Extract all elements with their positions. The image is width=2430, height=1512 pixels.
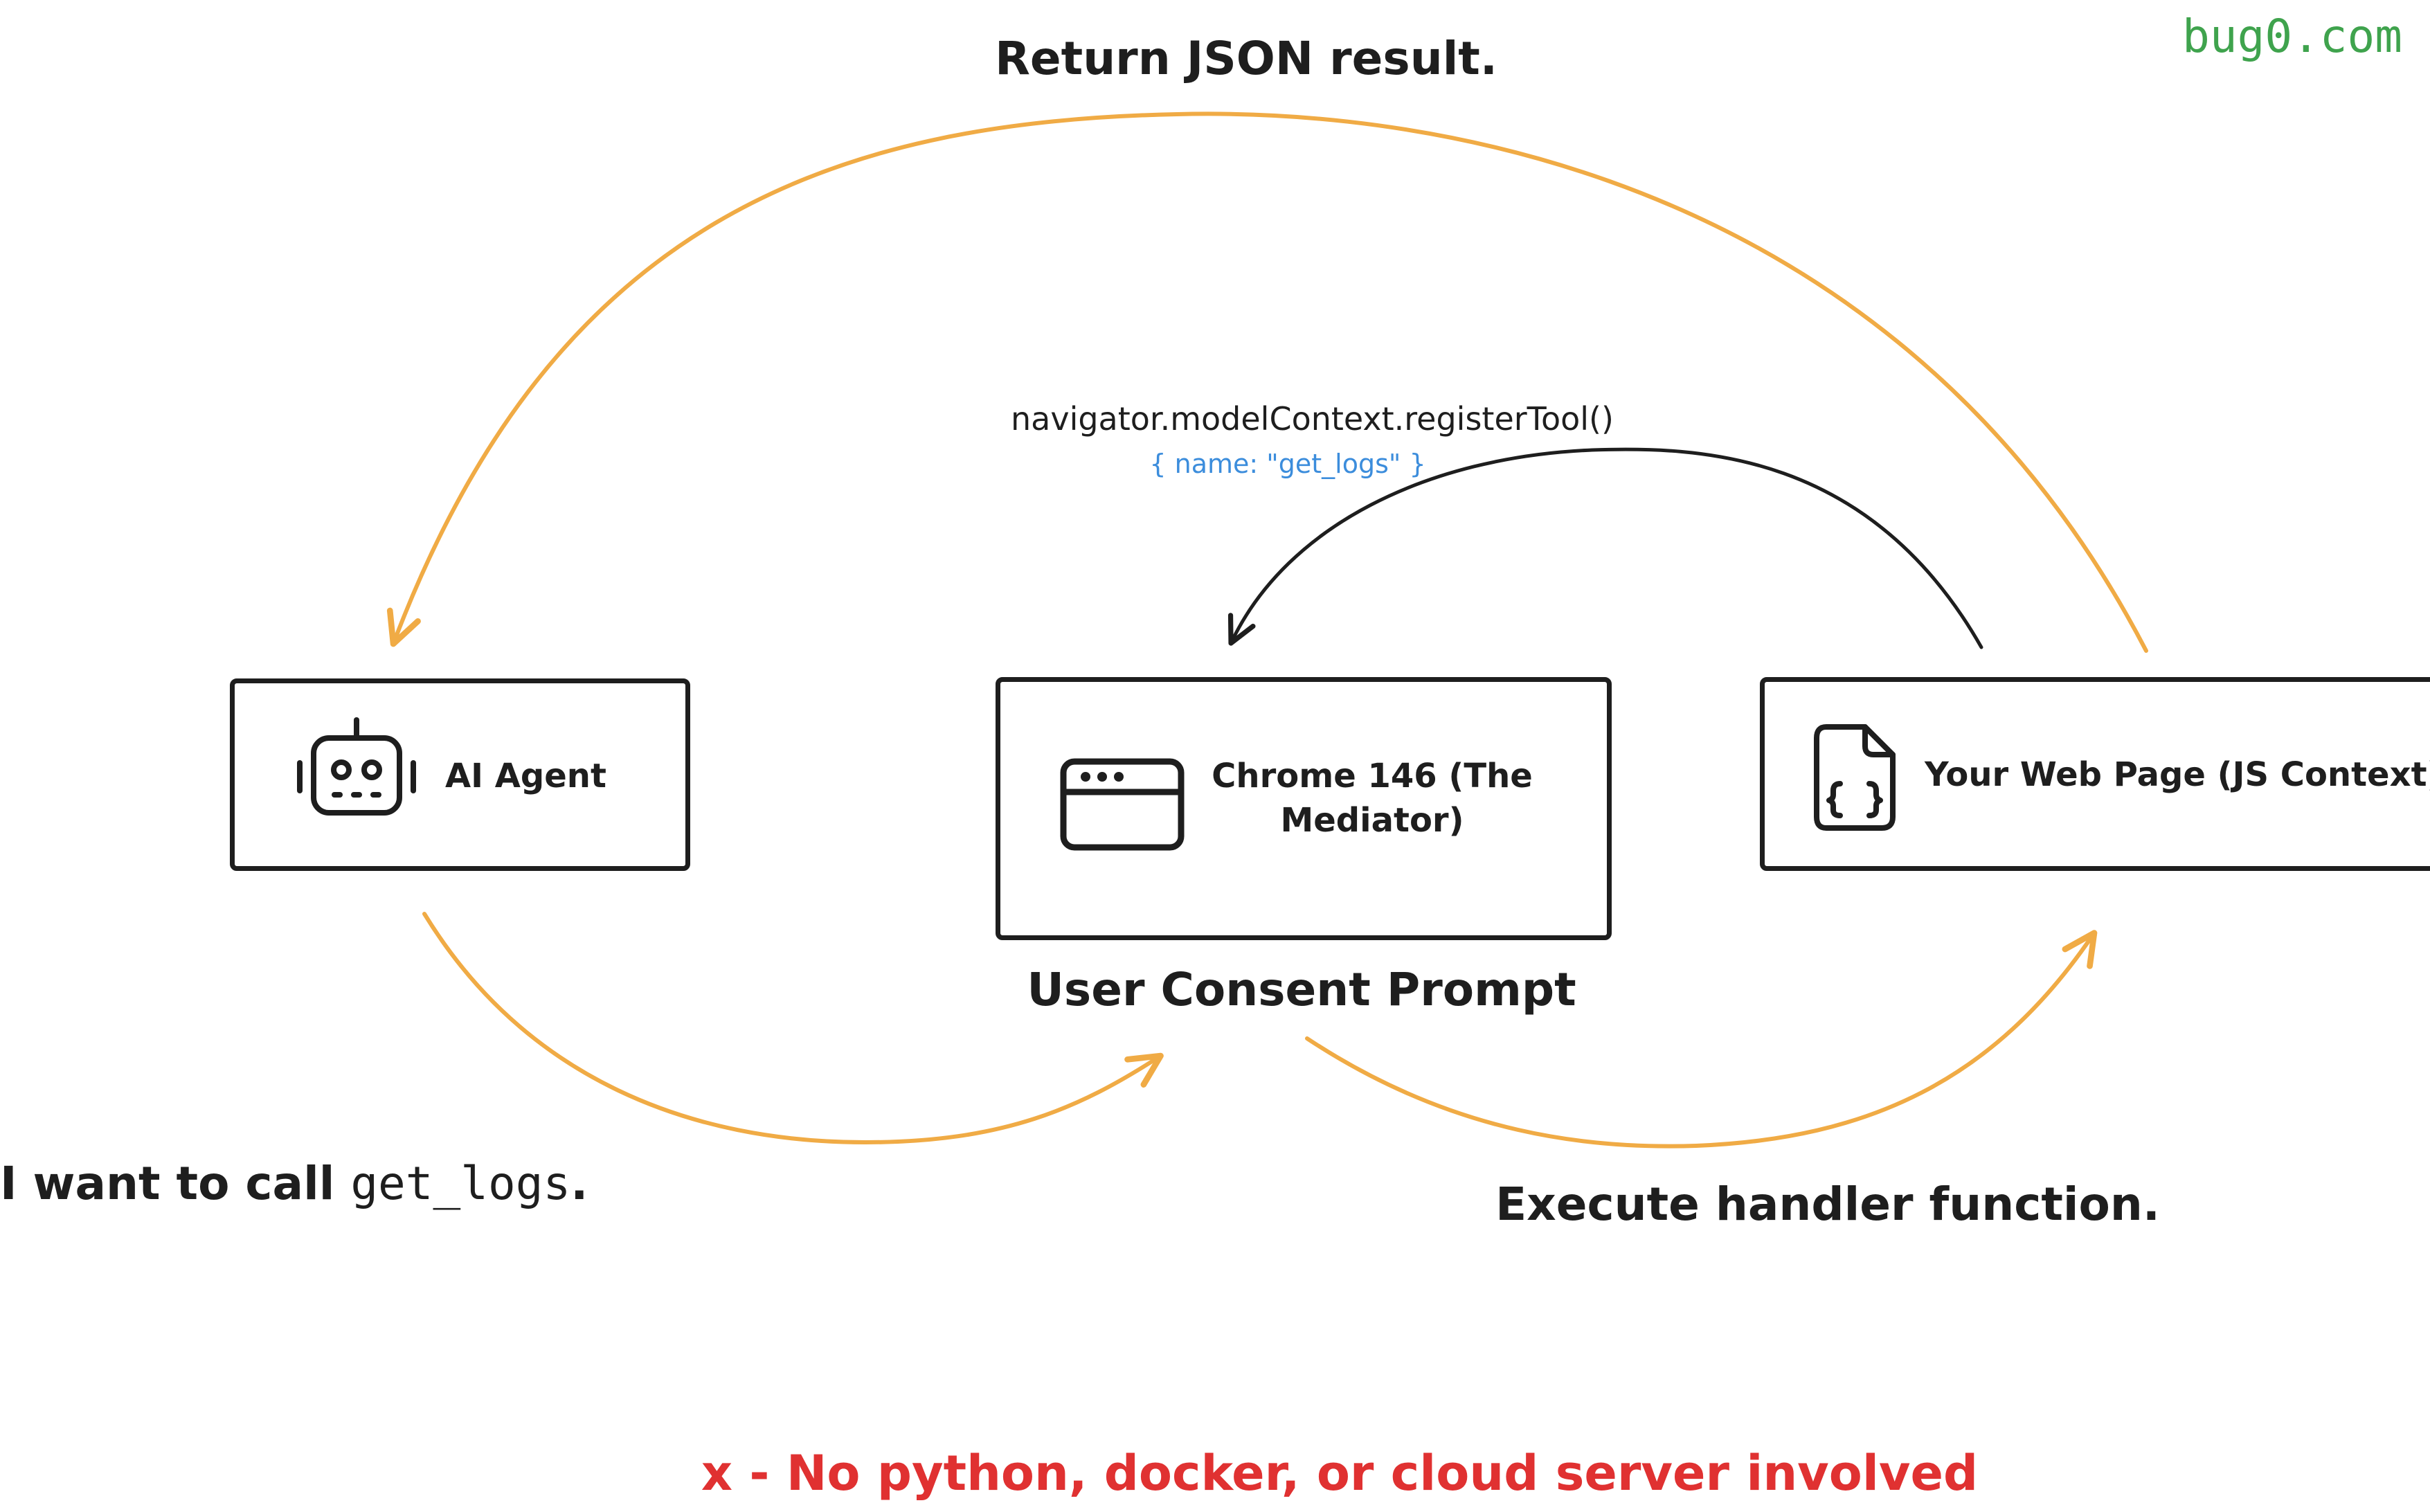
register-tool-args: { name: "get_logs" } xyxy=(1149,449,1426,479)
code-file-icon xyxy=(1814,724,1896,831)
register-tool-label: navigator.modelContext.registerTool() xyxy=(1011,400,1614,438)
register-tool-arrow xyxy=(1227,447,1983,649)
chrome-mediator-node xyxy=(996,677,1612,940)
browser-window-icon xyxy=(1060,758,1185,851)
robot-icon xyxy=(297,717,416,816)
chrome-mediator-label: Chrome 146 (The Mediator) xyxy=(1212,757,1533,840)
web-page-node xyxy=(1760,677,2430,871)
agent-request-prefix: I want to call xyxy=(0,1157,351,1210)
web-page-label: Your Web Page (JS Context) xyxy=(1925,755,2430,794)
ai-agent-node xyxy=(230,678,690,871)
agent-request-label: I want to call get_logs. xyxy=(0,1149,692,1218)
brand-logo-text: bug0.com xyxy=(2182,10,2402,63)
no-server-note: x - No python, docker, or cloud server i… xyxy=(701,1445,1979,1502)
return-json-label: Return JSON result. xyxy=(995,32,1497,85)
execute-handler-label: Execute handler function. xyxy=(1495,1178,2160,1231)
agent-request-suffix: . xyxy=(570,1157,588,1210)
agent-to-chrome-arrow xyxy=(422,912,1164,1145)
return-json-arrow xyxy=(386,111,2148,653)
consent-prompt-label: User Consent Prompt xyxy=(1027,963,1576,1016)
ai-agent-label: AI Agent xyxy=(445,757,606,795)
chrome-to-page-arrow xyxy=(1305,930,2098,1149)
agent-request-code: get_logs xyxy=(350,1157,571,1210)
